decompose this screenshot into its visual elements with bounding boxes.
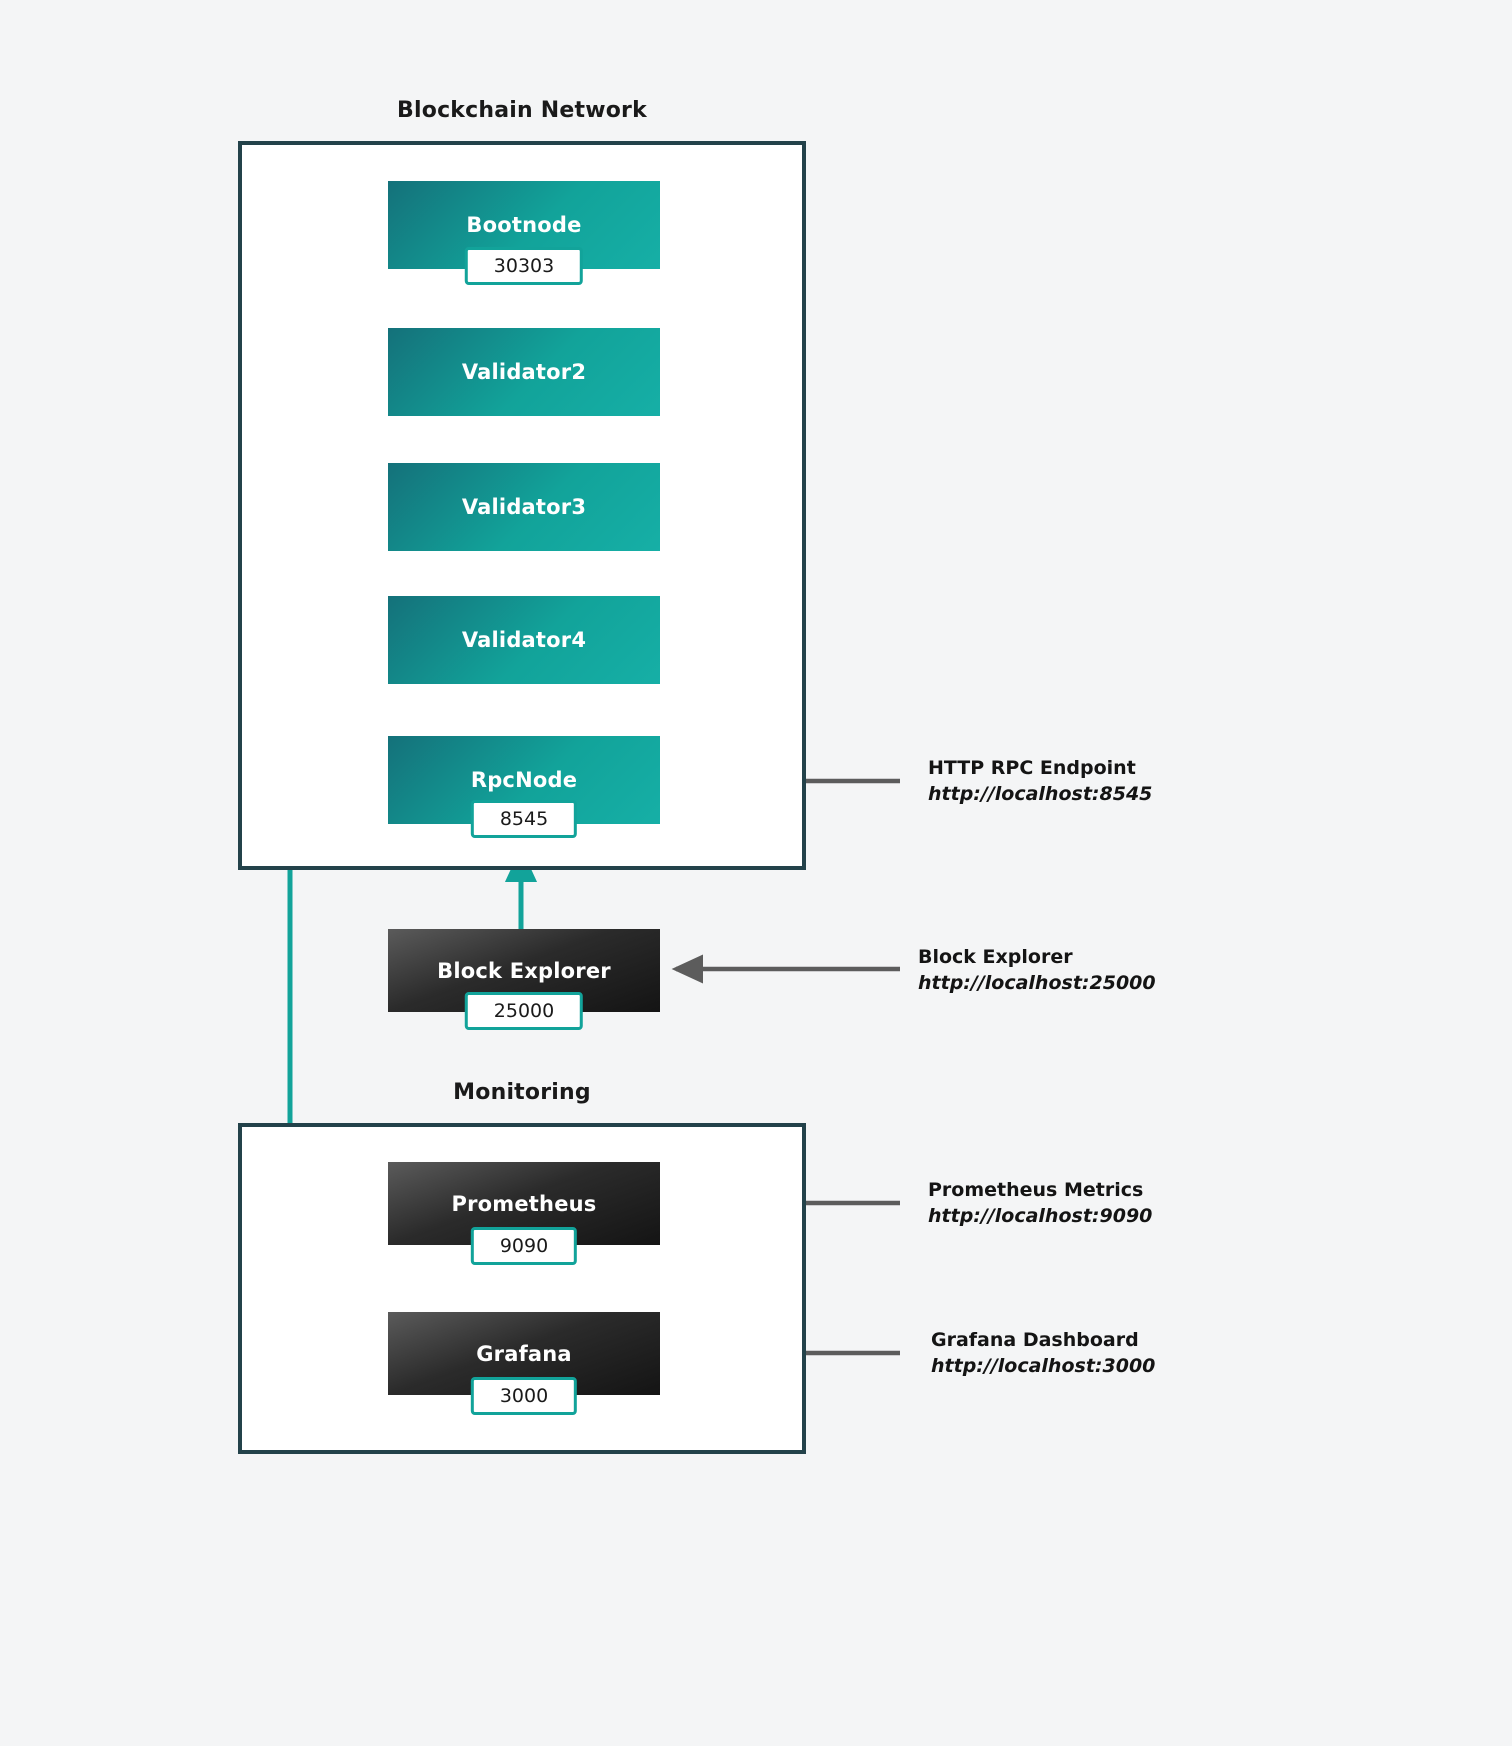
node-block-explorer[interactable]: Block Explorer 25000 bbox=[388, 929, 660, 1030]
node-prometheus-port: 9090 bbox=[470, 1227, 578, 1265]
node-rpcnode-port: 8545 bbox=[470, 800, 578, 838]
node-grafana[interactable]: Grafana 3000 bbox=[388, 1312, 660, 1415]
node-validator3[interactable]: Validator3 bbox=[388, 463, 660, 551]
node-block-explorer-port: 25000 bbox=[464, 992, 584, 1030]
annotation-block-explorer-title: Block Explorer bbox=[918, 946, 1073, 968]
annotation-prometheus-metrics-title: Prometheus Metrics bbox=[928, 1179, 1144, 1201]
node-validator4[interactable]: Validator4 bbox=[388, 596, 660, 684]
annotation-block-explorer: Block Explorer http://localhost:25000 bbox=[918, 945, 1156, 996]
node-rpcnode[interactable]: RpcNode 8545 bbox=[388, 736, 660, 838]
annotation-grafana-dashboard-title: Grafana Dashboard bbox=[931, 1329, 1139, 1351]
annotation-rpc-endpoint-title: HTTP RPC Endpoint bbox=[928, 757, 1136, 779]
node-grafana-label: Grafana bbox=[476, 1341, 572, 1366]
node-validator2[interactable]: Validator2 bbox=[388, 328, 660, 416]
annotation-grafana-dashboard-url[interactable]: http://localhost:3000 bbox=[931, 1354, 1156, 1377]
node-prometheus[interactable]: Prometheus 9090 bbox=[388, 1162, 660, 1265]
node-rpcnode-label: RpcNode bbox=[470, 768, 578, 792]
annotation-prometheus-metrics: Prometheus Metrics http://localhost:9090 bbox=[928, 1178, 1152, 1229]
annotation-rpc-endpoint: HTTP RPC Endpoint http://localhost:8545 bbox=[928, 756, 1152, 807]
node-grafana-port: 3000 bbox=[470, 1377, 578, 1415]
annotation-prometheus-metrics-url[interactable]: http://localhost:9090 bbox=[928, 1204, 1153, 1227]
node-bootnode[interactable]: Bootnode 30303 bbox=[388, 181, 660, 285]
node-prometheus-label: Prometheus bbox=[451, 1191, 597, 1216]
annotation-grafana-dashboard: Grafana Dashboard http://localhost:3000 bbox=[931, 1328, 1155, 1379]
group-title-monitoring: Monitoring bbox=[453, 1080, 591, 1105]
annotation-rpc-endpoint-url[interactable]: http://localhost:8545 bbox=[928, 782, 1153, 805]
node-block-explorer-label: Block Explorer bbox=[437, 958, 611, 983]
node-validator4-label: Validator4 bbox=[461, 628, 587, 652]
group-title-blockchain: Blockchain Network bbox=[397, 98, 647, 123]
node-validator3-label: Validator3 bbox=[461, 495, 587, 519]
node-bootnode-label: Bootnode bbox=[466, 213, 582, 237]
node-bootnode-port: 30303 bbox=[464, 247, 584, 285]
annotation-block-explorer-url[interactable]: http://localhost:25000 bbox=[918, 971, 1156, 994]
node-validator2-label: Validator2 bbox=[461, 360, 587, 384]
